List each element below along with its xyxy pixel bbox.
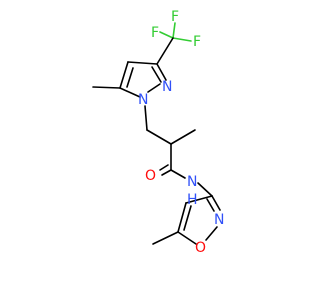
atom-n-pyrazole-2: N [162, 79, 172, 95]
bond-n1-n2 [147, 83, 161, 93]
atom-f3: F [151, 25, 159, 41]
bond-c3-cf3 [156, 37, 174, 65]
bond-n2-c3 [156, 63, 167, 81]
bond-c5-methyl [92, 86, 121, 89]
bond-iso-n-o [205, 226, 218, 241]
bond-ch-methyl [170, 129, 196, 145]
atom-h-amide: H [187, 192, 198, 208]
bond-n2-c3-double [151, 66, 162, 83]
bond-carbonyl-o-double [159, 164, 169, 171]
bond-iso-c5-c4 [177, 202, 187, 233]
atom-o-carbonyl: O [145, 168, 156, 184]
atom-n-amide: N [187, 174, 197, 190]
atom-n-isoxazole: N [214, 212, 224, 228]
bond-c4-c5-double [126, 67, 134, 88]
bond-c5-n1 [119, 87, 141, 98]
molecule-structure-diagram: F F F N N O N H N O [92, 9, 224, 256]
bond-iso-c4-c3 [185, 195, 213, 204]
bond-n1-ch2 [144, 105, 148, 131]
bond-carbonyl-o [161, 169, 172, 176]
bond-cf3-f1 [172, 22, 176, 39]
atom-f2: F [193, 34, 201, 50]
bond-nh-c3-isoxazole [197, 182, 213, 197]
bond-iso-o-c5 [177, 231, 197, 245]
bond-c3-c4 [127, 61, 158, 65]
bond-carbonyl-nh [170, 169, 186, 179]
bond-iso-c5-methyl [152, 231, 179, 245]
atom-n-pyrazole-1: N [138, 92, 148, 108]
bond-cf3-f2 [172, 37, 192, 42]
atom-o-isoxazole: O [195, 240, 206, 256]
atom-f1: F [171, 9, 179, 25]
bonds [92, 22, 221, 245]
bond-iso-c5-c4-double [183, 205, 192, 231]
bond-iso-c3-n-double [206, 198, 215, 212]
bond-iso-c3-n [211, 195, 221, 211]
bond-c4-c5 [119, 61, 129, 89]
atom-labels: F F F N N O N H N O [138, 9, 224, 256]
bond-ch2-ch [146, 129, 172, 145]
bond-cf3-f3 [159, 31, 174, 39]
